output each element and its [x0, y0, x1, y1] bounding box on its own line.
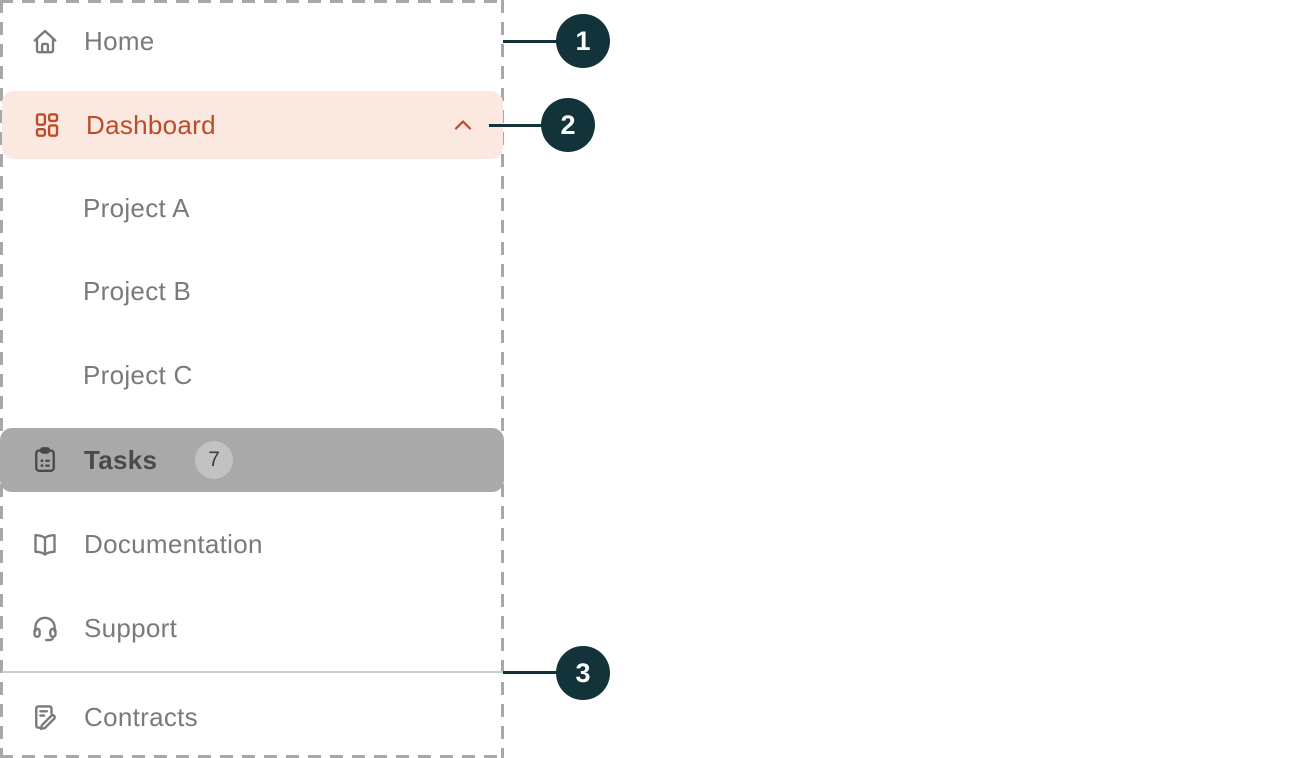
headset-icon	[30, 613, 60, 643]
sidebar-outline-left	[0, 0, 3, 758]
section-divider	[2, 671, 503, 673]
nav-item-label: Home	[84, 25, 155, 56]
nav-item-label: Project C	[83, 359, 193, 390]
callout-3-marker: 3	[556, 646, 610, 700]
sidebar-outline-right	[501, 0, 504, 758]
sidebar-outline-top	[0, 0, 504, 3]
nav-item-tasks[interactable]: Tasks 7	[0, 428, 504, 492]
nav-item-dashboard[interactable]: Dashboard	[2, 91, 503, 159]
callout-2-connector	[489, 124, 543, 127]
callout-3-connector	[503, 671, 558, 674]
callout-1-marker: 1	[556, 14, 610, 68]
sidebar: Home Dashboard Project A Project B Proje…	[0, 0, 504, 758]
callout-1-number: 1	[575, 25, 591, 56]
nav-item-label: Contracts	[84, 701, 198, 732]
callout-3-number: 3	[575, 657, 591, 688]
contract-signature-icon	[30, 702, 60, 732]
callout-2-number: 2	[560, 109, 576, 140]
sidebar-outline-bottom	[0, 755, 504, 758]
nav-item-home[interactable]: Home	[0, 12, 504, 70]
nav-item-label: Support	[84, 612, 178, 643]
nav-subitem-project-b[interactable]: Project B	[0, 266, 504, 316]
layout-dashboard-icon	[32, 110, 62, 140]
home-icon	[30, 26, 60, 56]
clipboard-list-icon	[30, 445, 60, 475]
nav-item-label: Project B	[83, 275, 192, 306]
chevron-up-icon[interactable]	[449, 111, 477, 139]
nav-item-label: Documentation	[84, 528, 263, 559]
tasks-count-badge: 7	[195, 441, 234, 479]
nav-item-contracts[interactable]: Contracts	[0, 692, 504, 742]
callout-2-marker: 2	[541, 98, 595, 152]
book-open-icon	[30, 529, 60, 559]
nav-item-label: Dashboard	[86, 109, 216, 140]
nav-item-label: Project A	[83, 192, 190, 223]
nav-subitem-project-a[interactable]: Project A	[0, 183, 504, 233]
nav-item-support[interactable]: Support	[0, 603, 504, 653]
nav-item-documentation[interactable]: Documentation	[0, 519, 504, 569]
callout-1-connector	[503, 40, 558, 43]
nav-subitem-project-c[interactable]: Project C	[0, 350, 504, 400]
nav-item-label: Tasks	[84, 444, 158, 475]
